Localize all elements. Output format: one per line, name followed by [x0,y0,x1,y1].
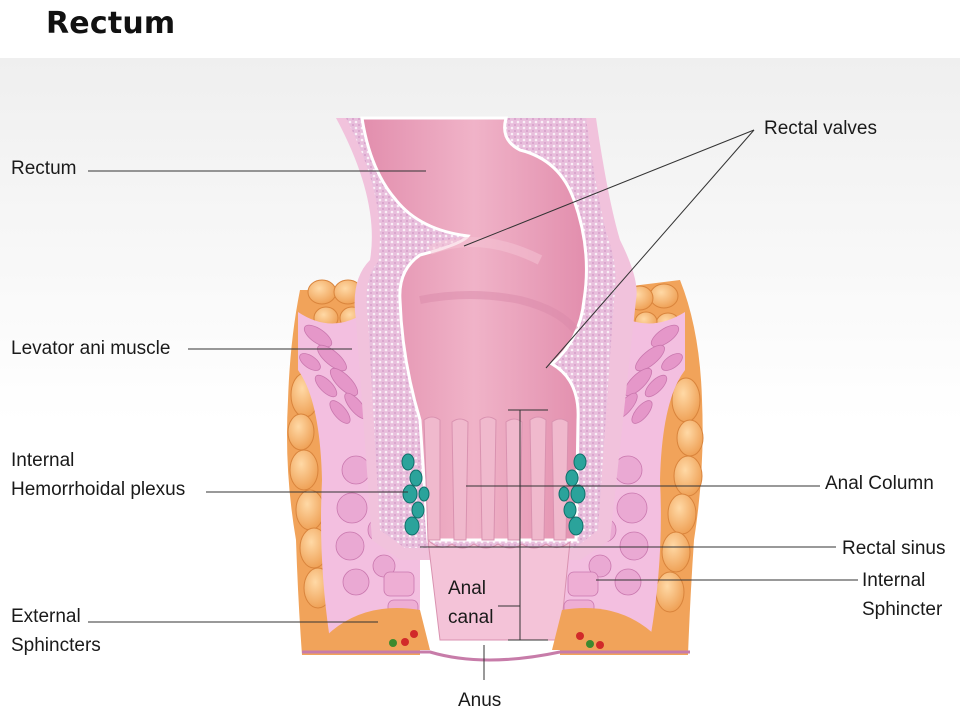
label-anal-column: Anal Column [825,473,934,494]
external-sphincters [322,608,660,650]
label-hemorrhoidal-plexus-line2: Hemorrhoidal plexus [11,479,186,500]
label-internal-sphincter-line1: Internal [862,570,926,591]
label-anal-canal-line2: canal [448,607,494,628]
label-external-sphincters-line1: External [11,606,81,627]
label-hemorrhoidal-plexus-line1: Internal [11,450,75,471]
label-rectal-sinus: Rectal sinus [842,538,946,559]
page-title: Rectum [46,6,176,41]
label-anus: Anus [458,690,502,711]
label-levator-ani-muscle: Levator ani muscle [11,338,171,359]
hemorrhoidal-plexus [401,453,587,536]
leader-lines [88,129,858,680]
levator-ani-muscle [298,300,685,640]
anal-columns [423,416,569,541]
label-rectal-valves: Rectal valves [764,118,877,139]
skin-line [302,650,690,662]
anal-canal-region [427,538,571,641]
title-bar: Rectum [0,0,960,58]
label-external-sphincters-line2: Sphincters [11,635,101,656]
label-rectum: Rectum [11,158,77,179]
label-internal-sphincter-line2: Sphincter [862,599,943,620]
label-anal-canal-line1: Anal [448,578,487,599]
